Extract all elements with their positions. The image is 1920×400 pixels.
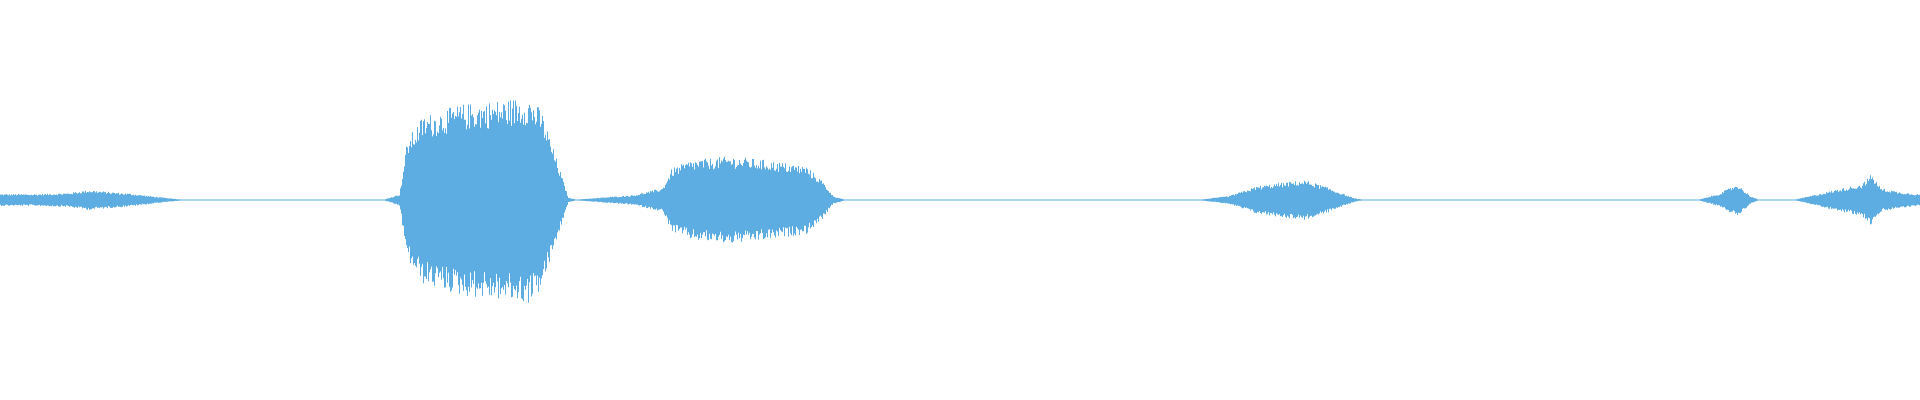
- waveform-trace: [0, 100, 1920, 303]
